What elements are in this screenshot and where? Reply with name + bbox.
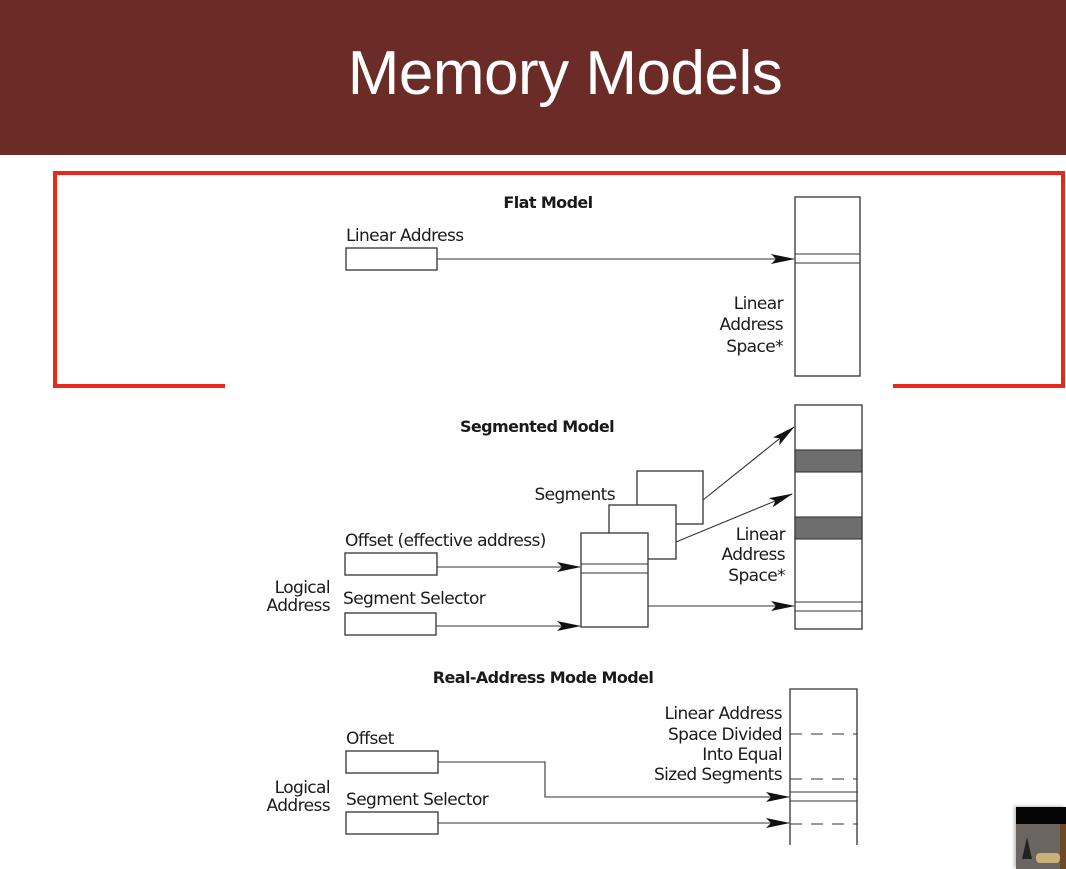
real-space-label-3: Into Equal (702, 745, 782, 765)
segmented-selector-box (344, 612, 437, 636)
flat-model: Flat Model Linear Address Linear Address… (345, 193, 861, 377)
real-logical-label-2: Address (266, 796, 330, 816)
real-selector-box (345, 811, 439, 835)
flat-space-label-1: Linear (734, 294, 784, 314)
real-space-label-1: Linear Address (664, 704, 782, 724)
segment-region-2 (794, 516, 863, 540)
real-selector-label: Segment Selector (346, 790, 489, 810)
flat-linear-space-column (794, 196, 861, 377)
real-space-label-4: Sized Segments (654, 765, 783, 785)
flat-model-title: Flat Model (503, 193, 592, 212)
segment-arrow-1 (702, 426, 795, 501)
real-offset-label: Offset (346, 729, 395, 749)
real-address-model-title: Real-Address Mode Model (433, 668, 654, 687)
segments-label: Segments (534, 485, 615, 505)
flat-linear-address-label: Linear Address (346, 226, 464, 246)
segmented-offset-label: Offset (effective address) (345, 531, 546, 551)
segmented-model-title: Segmented Model (460, 417, 614, 436)
flat-space-label-3: Space* (726, 337, 783, 357)
segment-region-1 (794, 449, 863, 473)
segmented-logical-label-2: Address (266, 596, 330, 616)
slide-header: Memory Models (0, 0, 1066, 155)
real-address-model: Real-Address Mode Model Linear Address S… (266, 668, 858, 845)
webcam-thumbnail-icon (1016, 807, 1066, 869)
segment-box-front (580, 532, 649, 628)
real-offset-arrow (438, 761, 790, 802)
segmented-space-label-2: Address (721, 545, 785, 565)
flat-space-label-2: Address (719, 315, 783, 335)
flat-linear-address-box (345, 247, 438, 271)
real-logical-label-1: Logical (275, 778, 330, 798)
segmented-space-label-1: Linear (736, 525, 786, 545)
slide-title: Memory Models (347, 39, 783, 108)
real-offset-box (345, 750, 439, 774)
segmented-logical-label-1: Logical (275, 578, 330, 598)
real-space-label-2: Space Divided (668, 725, 782, 745)
real-linear-space-column (789, 688, 858, 845)
segmented-selector-label: Segment Selector (343, 589, 486, 609)
segment-arrow-2 (675, 493, 793, 543)
segmented-model: Segmented Model Linear Address Space* Se… (266, 404, 863, 636)
highlight-frame (53, 171, 1065, 388)
segmented-offset-box (344, 552, 438, 576)
segmented-space-label-3: Space* (728, 566, 785, 586)
